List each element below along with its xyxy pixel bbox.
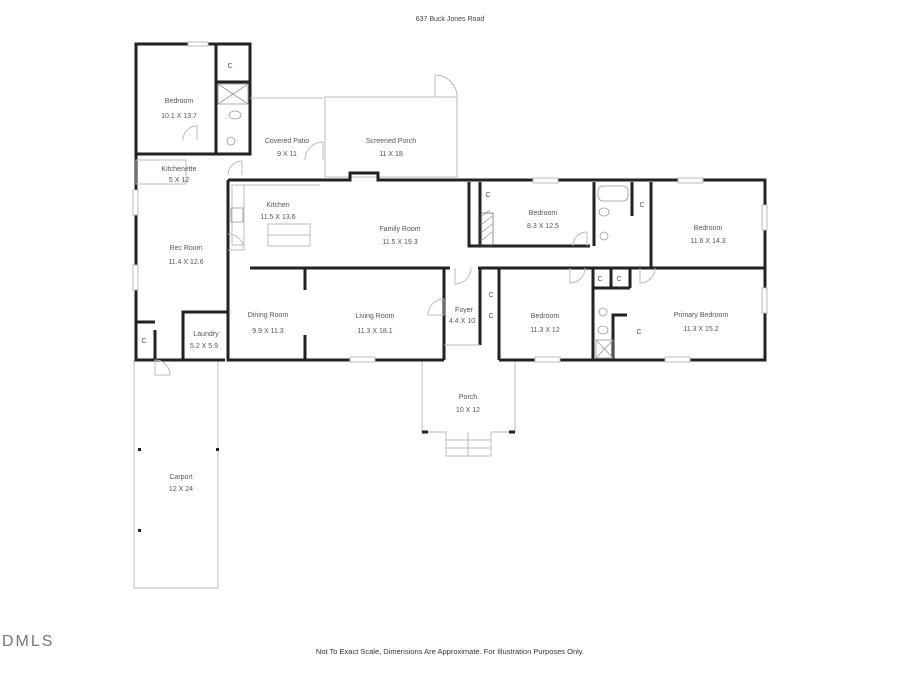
toilet-icon (598, 207, 610, 217)
closet-label: C (141, 338, 146, 345)
room-dims: 11.4 X 12.6 (168, 259, 203, 266)
wall-rec-room (134, 154, 225, 362)
room-label: Bedroom (165, 98, 194, 105)
closet-label: C (639, 202, 644, 209)
carport-post (138, 448, 141, 451)
disclaimer-text: Not To Exact Scale, Dimensions Are Appro… (315, 647, 585, 656)
stove-icon (230, 207, 244, 223)
room-label: Foyer (455, 307, 474, 314)
room-label: Kitchen (266, 202, 289, 209)
dmls-logo: DMLS (2, 633, 55, 650)
bathtub-icon (597, 185, 629, 202)
door-swing (434, 74, 458, 98)
room-label: Bedroom (529, 210, 558, 217)
carport-post (216, 448, 219, 451)
sink-icon (598, 307, 608, 317)
room-dims: 9.9 X 11.3 (252, 328, 284, 335)
closet-label: C (227, 63, 232, 70)
room-label: Rec Room (169, 245, 202, 252)
room-dims: 5.2 X 5.9 (190, 343, 218, 350)
room-label: Screened Porch (366, 138, 416, 145)
room-dims: 11.5 X 13.6 (260, 214, 295, 221)
shower-icon (595, 339, 614, 359)
closet-label: C (488, 292, 493, 299)
room-dims: 11.3 X 12 (530, 327, 560, 334)
room-label: Dining Room (248, 312, 289, 319)
room-label: Kitchenette (161, 166, 196, 173)
room-dims: 5 X 12 (169, 177, 189, 184)
room-label: Primary Bedroom (674, 312, 729, 319)
room-dims: 11.3 X 18.1 (357, 328, 392, 335)
shower-icon (217, 83, 249, 105)
closet-label: C (488, 313, 493, 320)
room-label: Laundry (193, 331, 219, 338)
carport-post (138, 529, 141, 532)
room-label: Living Room (356, 313, 395, 320)
room-dims: 4.4 X 10 (449, 318, 475, 325)
room-dims: 10 X 12 (456, 407, 480, 414)
room-label: Carport (169, 474, 192, 481)
closet-label: C (636, 329, 641, 336)
closet-label: C (597, 276, 602, 283)
room-label: Family Room (379, 226, 420, 233)
room-dims: 9 X 11 (277, 151, 297, 158)
room-dims: 11 X 18 (379, 151, 403, 158)
room-label: Porch (459, 394, 477, 401)
room-label: Bedroom (694, 225, 723, 232)
room-dims: 11.3 X 15.2 (683, 326, 718, 333)
closet-label: C (485, 192, 490, 199)
room-label: Bedroom (531, 313, 560, 320)
toilet-icon (228, 110, 242, 120)
floorplan-address-title: 637 Buck Jones Road (415, 16, 485, 23)
room-dims: 12 X 24 (169, 486, 193, 493)
closet-label: C (616, 276, 621, 283)
room-dims: 11.5 X 19.3 (382, 239, 417, 246)
room-dims: 8.3 X 12.5 (527, 223, 559, 230)
screened-porch-outline (324, 96, 458, 178)
room-dims: 11.6 X 14.3 (690, 238, 725, 245)
toilet-icon (597, 325, 609, 335)
room-label: Covered Patio (265, 138, 309, 145)
sink-icon (226, 136, 236, 146)
room-dims: 10.1 X 13.7 (161, 113, 197, 120)
sink-icon (599, 231, 609, 241)
